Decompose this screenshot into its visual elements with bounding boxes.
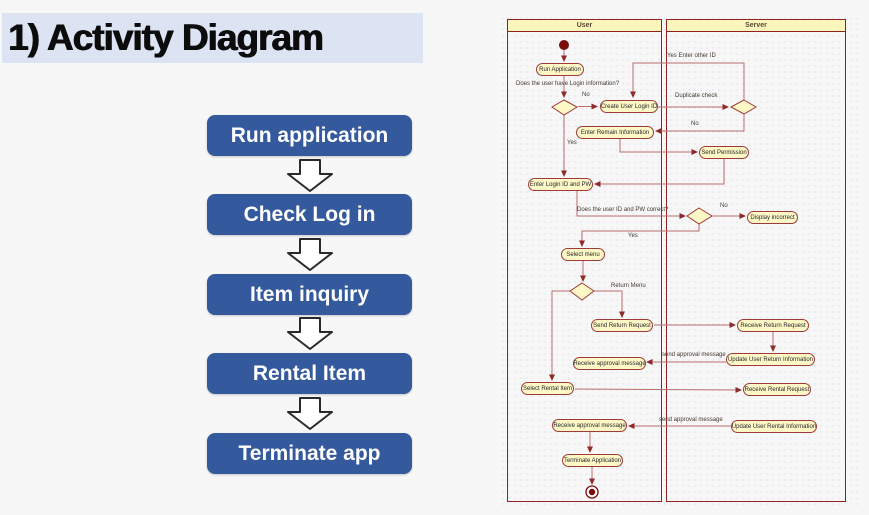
activity-receive-approval-message-rental: Receive approval message [552,419,627,432]
edge-label-yes-1: Yes [567,140,577,146]
edge-label-no-1: No [582,92,590,98]
activity-select-menu: Select menu [561,248,605,261]
edge-label-no-3: No [720,203,728,209]
swimlane-user: User [507,19,662,502]
flow-step-run-application: Run application [207,115,412,156]
down-arrow-icon [287,238,333,271]
activity-enter-remain-information: Enter Remain Information [576,126,654,139]
flow-step-check-log-in: Check Log in [207,194,412,235]
activity-receive-approval-message-return: Receive approval message [573,357,646,370]
edge-label-duplicate-check: Duplicate check [675,93,718,99]
flow-step-terminate-app: Terminate app [207,433,412,474]
activity-send-return-request: Send Return Request [591,319,653,332]
down-arrow-icon [287,397,333,430]
title-highlight: 1) Activity Diagram [2,13,423,63]
flow-step-item-inquiry: Item inquiry [207,274,412,315]
activity-receive-return-request: Receive Return Request [737,319,809,332]
edge-label-login-information-question: Does the user have Login information? [516,81,620,87]
edge-label-send-approval-message-return: send approval message [662,352,726,358]
activity-update-user-return-information: Update User Return Information [726,353,815,366]
down-arrow-icon [287,317,333,350]
swimlane-server-header: Server [667,20,845,32]
edge-label-yes-enter-other-id: Yes Enter other ID [667,53,716,59]
page-title: 1) Activity Diagram [8,17,324,58]
swimlane-user-header: User [508,20,661,32]
activity-receive-rental-request: Receive Rental Request [743,383,811,396]
activity-enter-login-id-and-pw: Enter Login ID and PW [528,178,593,191]
swimlane-server: Server [666,19,846,502]
activity-run-application: Run Application [536,63,584,76]
edge-label-no-2: No [691,121,699,127]
activity-create-user-login-id: Create User Login ID [600,100,658,113]
flow-step-rental-item: Rental Item [207,353,412,394]
edge-label-return-menu: Return Menu [611,283,646,289]
edge-label-id-pw-correct-question: Does the user ID and PW correct? [577,207,669,213]
activity-display-incorrect: Display incorrect [747,211,798,224]
edge-label-yes-2: Yes [628,233,638,239]
edge-label-send-approval-message-rental: send approval message [659,417,723,423]
activity-select-rental-item: Select Rental Item [521,382,574,395]
activity-terminate-application: Terminate Application [562,454,623,467]
down-arrow-icon [287,159,333,192]
activity-update-user-rental-information: Update User Rental Information [731,420,817,433]
activity-send-permission: Send Permission [699,146,749,159]
